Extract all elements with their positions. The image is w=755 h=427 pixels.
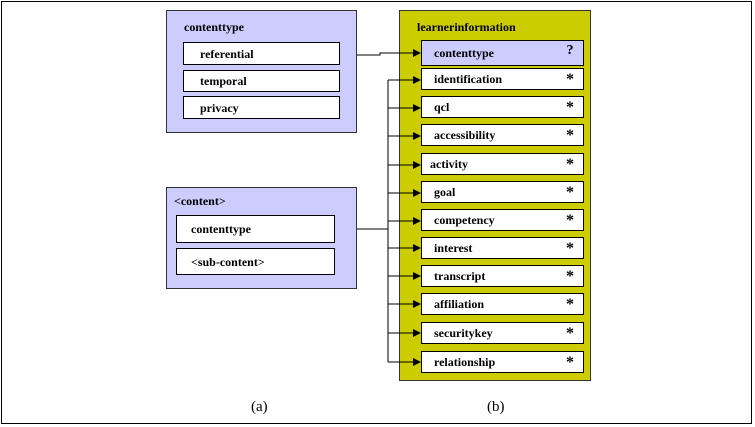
row-qcl: qcl [421,96,584,118]
row-competency-multiplicity: * [566,212,574,229]
row-activity-multiplicity: * [566,156,574,173]
row-relationship-multiplicity: * [566,354,574,371]
row-interest: interest [421,237,584,259]
row-competency: competency [421,209,584,231]
content-contenttype-box: contenttype [176,215,335,243]
row-goal-multiplicity: * [566,184,574,201]
row-contenttype: contenttype [421,40,584,66]
row-affiliation-multiplicity: * [566,296,574,313]
temporal-box: temporal [183,70,340,92]
privacy-box: privacy [183,96,340,119]
learnerinformation-title: learnerinformation [417,20,516,34]
row-interest-multiplicity: * [566,240,574,257]
row-contenttype-multiplicity: ? [566,43,574,58]
caption-a: (a) [251,399,268,415]
row-transcript: transcript [421,265,584,287]
row-securitykey: securitykey [421,322,584,344]
row-relationship: relationship [421,351,584,373]
row-accessibility: accessibility [421,124,584,146]
row-accessibility-multiplicity: * [566,127,574,144]
caption-b: (b) [487,399,505,415]
row-transcript-multiplicity: * [566,268,574,285]
row-identification: identification [421,68,584,90]
row-qcl-multiplicity: * [566,99,574,116]
contenttype-panel-title: contenttype [184,20,244,34]
row-affiliation: affiliation [421,293,584,315]
row-securitykey-multiplicity: * [566,325,574,342]
referential-box: referential [183,42,340,65]
row-identification-multiplicity: * [566,71,574,88]
sub-content-box: <sub-content> [176,248,335,275]
content-panel-title: <content> [174,194,226,208]
row-goal: goal [421,181,584,203]
row-activity: activity [421,153,584,175]
